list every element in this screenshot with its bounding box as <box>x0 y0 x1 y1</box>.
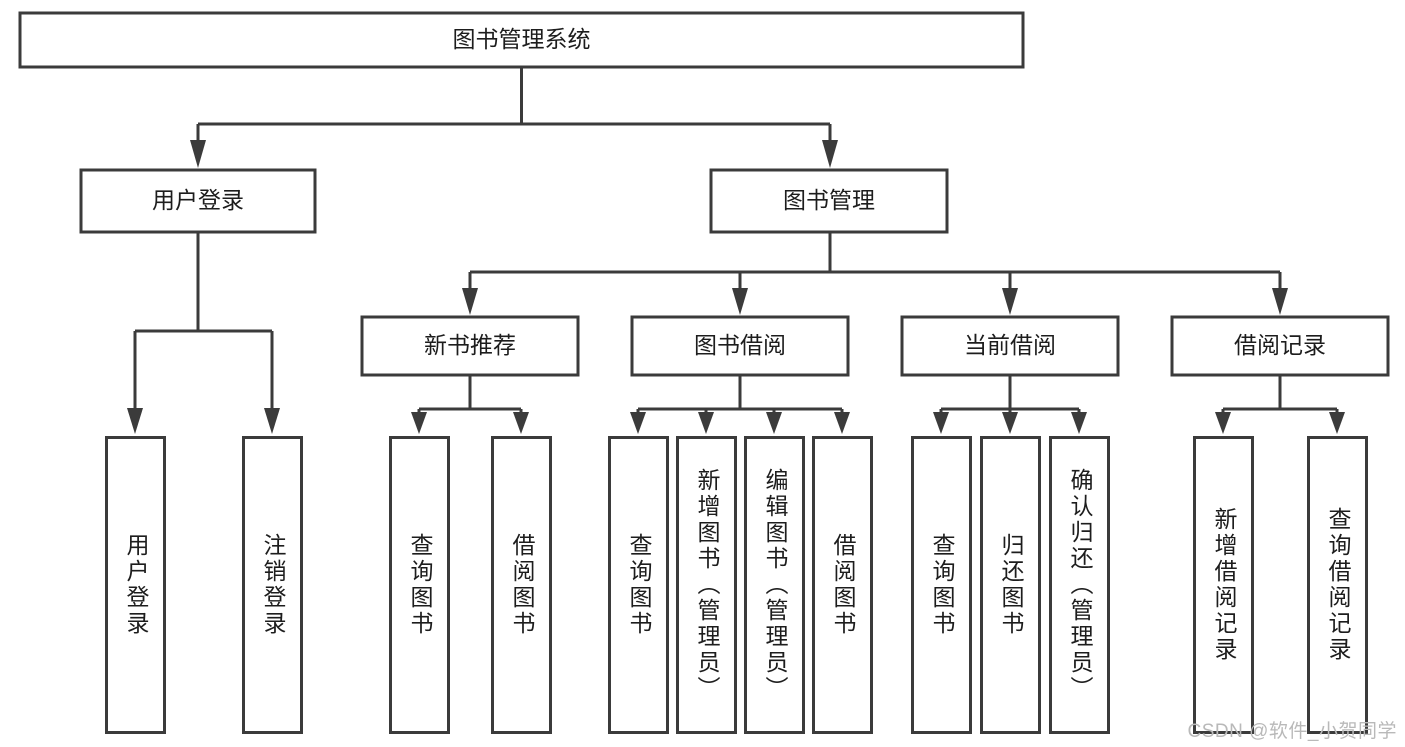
node-new-book-recommend-box[interactable] <box>360 315 580 377</box>
leaf-book-borrow-query[interactable]: 查询图书 <box>608 436 669 734</box>
connector-group-newbook <box>411 375 529 434</box>
node-new-book-recommend[interactable]: 新书推荐 <box>360 315 580 377</box>
arrowhead-borrow-record <box>1272 288 1288 315</box>
leaf-label: 新增图书（管理员） <box>694 468 720 702</box>
node-user-login-box[interactable] <box>79 168 317 234</box>
leaf-label: 借阅图书 <box>509 533 535 637</box>
leaf-book-borrow-edit[interactable]: 编辑图书（管理员） <box>744 436 805 734</box>
leaf-label: 注销登录 <box>260 533 286 637</box>
arrowhead-borrowrecord-leaf-2 <box>1329 412 1345 434</box>
node-root-box[interactable] <box>18 11 1025 69</box>
arrowhead-newbook-leaf-1 <box>411 412 427 434</box>
leaf-new-book-borrow[interactable]: 借阅图书 <box>491 436 552 734</box>
connector-group-root <box>190 67 838 168</box>
node-current-borrow-label: 当前借阅 <box>964 332 1056 358</box>
node-user-login[interactable]: 用户登录 <box>79 168 317 234</box>
leaf-book-borrow-add[interactable]: 新增图书（管理员） <box>676 436 737 734</box>
node-root-label: 图书管理系统 <box>453 26 591 52</box>
leaf-label: 编辑图书（管理员） <box>762 468 788 702</box>
node-book-management-box[interactable] <box>709 168 949 234</box>
arrowhead-currentborrow-leaf-3 <box>1071 412 1087 434</box>
node-borrow-record-box[interactable] <box>1170 315 1390 377</box>
leaf-label: 查询图书 <box>626 533 652 637</box>
leaf-borrow-record-add[interactable]: 新增借阅记录 <box>1193 436 1254 734</box>
arrowhead-currentborrow-leaf-2 <box>1002 412 1018 434</box>
leaf-label: 借阅图书 <box>830 533 856 637</box>
leaf-current-borrow-return[interactable]: 归还图书 <box>980 436 1041 734</box>
arrowhead-user-login-leaf <box>127 408 143 434</box>
arrowhead-currentborrow-leaf-1 <box>933 412 949 434</box>
arrowhead-bookborrow-leaf-4 <box>834 412 850 434</box>
connector-group-bookmgmt <box>462 232 1288 315</box>
leaf-user-login-logout[interactable]: 注销登录 <box>242 436 303 734</box>
arrowhead-logout-leaf <box>264 408 280 434</box>
leaf-label: 查询图书 <box>929 533 955 637</box>
leaf-label: 查询借阅记录 <box>1325 507 1351 663</box>
leaf-current-borrow-confirm[interactable]: 确认归还（管理员） <box>1049 436 1110 734</box>
arrowhead-current-borrow <box>1002 288 1018 315</box>
leaf-user-login-login[interactable]: 用户登录 <box>105 436 166 734</box>
node-user-login-label: 用户登录 <box>152 187 244 213</box>
connector-group-borrowrecord <box>1215 375 1345 434</box>
node-book-management[interactable]: 图书管理 <box>709 168 949 234</box>
arrowhead-bookborrow-leaf-3 <box>766 412 782 434</box>
node-book-borrow[interactable]: 图书借阅 <box>630 315 850 377</box>
arrowhead-book-borrow <box>732 288 748 315</box>
leaf-label: 查询图书 <box>407 533 433 637</box>
leaf-label: 确认归还（管理员） <box>1067 468 1093 702</box>
node-book-management-label: 图书管理 <box>783 187 875 213</box>
node-borrow-record[interactable]: 借阅记录 <box>1170 315 1390 377</box>
arrowhead-bookmgmt <box>822 140 838 168</box>
leaf-current-borrow-query[interactable]: 查询图书 <box>911 436 972 734</box>
node-current-borrow[interactable]: 当前借阅 <box>900 315 1120 377</box>
arrowhead-newbook-leaf-2 <box>513 412 529 434</box>
arrowhead-bookborrow-leaf-2 <box>698 412 714 434</box>
leaf-label: 新增借阅记录 <box>1211 507 1237 663</box>
leaf-borrow-record-query[interactable]: 查询借阅记录 <box>1307 436 1368 734</box>
node-root[interactable]: 图书管理系统 <box>18 11 1025 69</box>
leaf-label: 归还图书 <box>998 533 1024 637</box>
connector-group-bookborrow <box>630 375 850 434</box>
leaf-label: 用户登录 <box>123 533 149 637</box>
arrowhead-userlogin <box>190 140 206 168</box>
node-new-book-recommend-label: 新书推荐 <box>424 332 516 358</box>
node-current-borrow-box[interactable] <box>900 315 1120 377</box>
leaf-book-borrow-borrow[interactable]: 借阅图书 <box>812 436 873 734</box>
leaf-new-book-query[interactable]: 查询图书 <box>389 436 450 734</box>
connector-group-currentborrow <box>933 375 1087 434</box>
arrowhead-bookborrow-leaf-1 <box>630 412 646 434</box>
arrowhead-borrowrecord-leaf-1 <box>1215 412 1231 434</box>
node-book-borrow-label: 图书借阅 <box>694 332 786 358</box>
node-borrow-record-label: 借阅记录 <box>1234 332 1326 358</box>
arrowhead-new-book <box>462 288 478 315</box>
connector-group-userlogin <box>127 232 280 434</box>
node-book-borrow-box[interactable] <box>630 315 850 377</box>
csdn-watermark: CSDN @软件_小贺同学 <box>1187 721 1397 742</box>
